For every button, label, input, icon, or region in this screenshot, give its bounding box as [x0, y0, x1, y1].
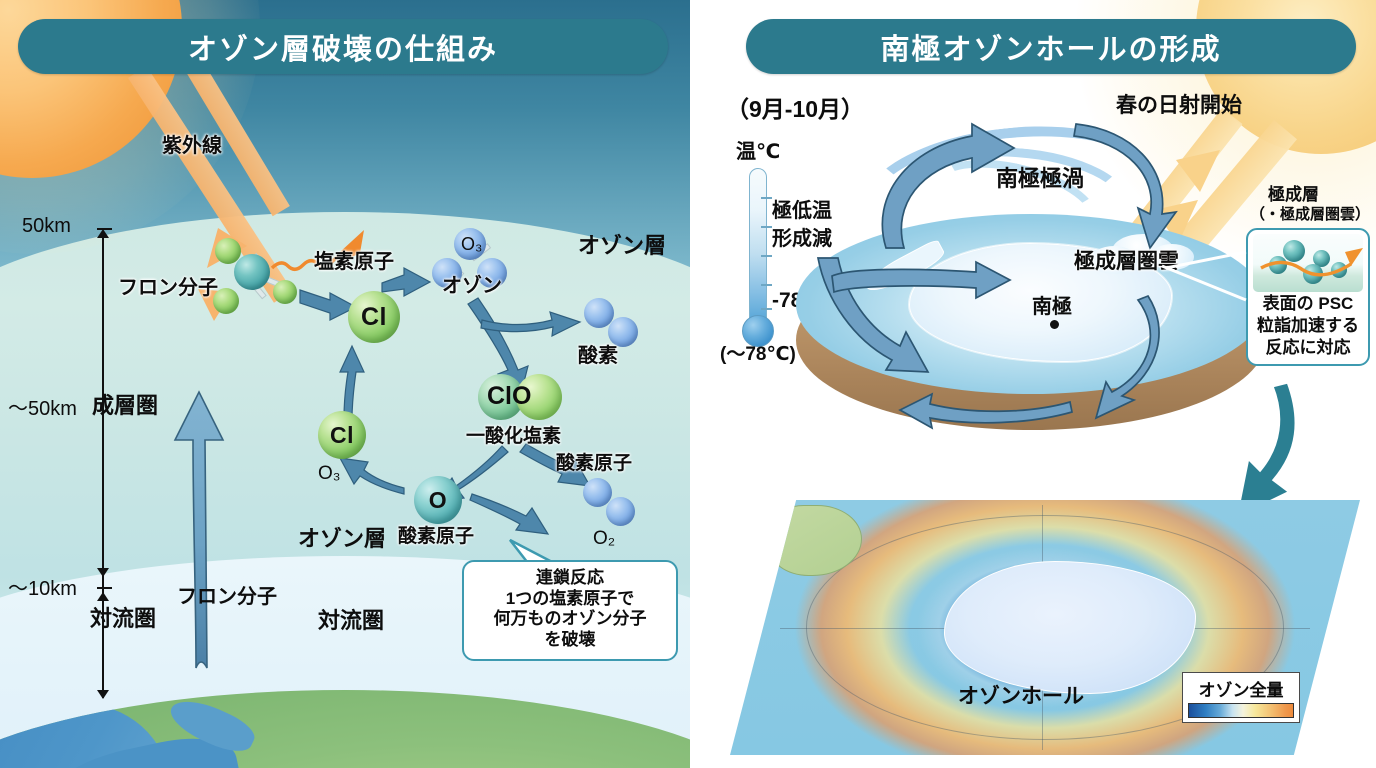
south-pole-label: 南極 [1032, 296, 1072, 318]
clo-label: 一酸化塩素 [466, 426, 562, 447]
oxygen-atom-label-center: 酸素原子 [398, 526, 475, 547]
o2-symbol: O₂ [593, 528, 616, 549]
panel-divider [690, 0, 714, 768]
right-panel-antarctic-ozone-hole: 南極オゾンホールの形成 （9月-10月） 春の日射開始 温℃ 極低温 形成減 -… [714, 0, 1376, 768]
psc-heading-line-1: 極成層 [1268, 185, 1319, 204]
oxygen-atom [584, 298, 614, 328]
o3-symbol: O₃ [461, 234, 483, 254]
thermometer-tick [761, 197, 772, 199]
thermometer-unit-label: 温℃ [736, 141, 781, 163]
o-molecule: O [414, 476, 462, 524]
oxygen-atom [477, 258, 507, 288]
oxygen-atom-label-right: 酸素原子 [556, 453, 633, 474]
altitude-50km-top: 50km [22, 215, 71, 237]
psc-surface-reaction-box: 表面の PSC 粒詣加速する 反応に対応 [1246, 228, 1370, 367]
thermometer-note-line-1: 極低温 [772, 200, 832, 222]
ozone-hole-map: オゾンホール オゾン全量 [730, 500, 1360, 755]
oxygen-atom [454, 228, 486, 260]
clo-molecule: ClO [478, 372, 562, 422]
cl-molecule: Cl [348, 291, 400, 343]
oxygen-atom [608, 317, 638, 347]
callout-heading: 連鎖反応 [536, 568, 604, 587]
clo-symbol: ClO [487, 382, 532, 410]
psc-particle [1283, 240, 1305, 262]
psc-heading-line-2: （・極成層圏雲） [1250, 206, 1371, 223]
thermometer-tick [761, 255, 772, 257]
uv-label: 紫外線 [162, 135, 222, 157]
axis-arrow-mid-down [97, 568, 109, 577]
psc-particle [1269, 256, 1287, 274]
psc-particle [1313, 250, 1330, 267]
clo-lobe [516, 374, 562, 420]
ozone-hole-label: オゾンホール [958, 685, 1084, 708]
carbon-atom [234, 254, 270, 290]
polar-vortex-label: 南極極渦 [996, 166, 1085, 191]
legend-title: オゾン全量 [1198, 681, 1284, 700]
ozone-layer-label-bottom: オゾン層 [298, 526, 387, 551]
stratosphere-label: 成層圏 [92, 393, 159, 418]
psc-box-line-3: 反応に対応 [1265, 338, 1351, 358]
chlorine-atom-label: 塩素原子 [314, 251, 394, 273]
axis-tick [97, 587, 112, 589]
o3-symbol-2: O₃ [318, 463, 341, 484]
legend-colorbar [1188, 703, 1294, 718]
psc-cloud-label: 極成層圏雲 [1074, 250, 1179, 273]
chlorine-atom [213, 288, 239, 314]
cl-molecule-2: Cl [318, 411, 366, 459]
psc-reaction-arrow [1260, 248, 1363, 277]
psc-particle-illustration [1253, 234, 1363, 292]
spring-sun-label: 春の日射開始 [1116, 94, 1242, 117]
chlorine-atom [215, 238, 241, 264]
psc-cloud-shape [1090, 246, 1138, 274]
left-panel-ozone-destruction: 紫外線 50km ～50km ～10km 成層圏 対流圏 [0, 0, 690, 768]
axis-arrow-up [97, 229, 109, 238]
callout-line-2: 何万ものオゾン分子 [493, 609, 647, 629]
thermometer-bulb [742, 315, 774, 347]
thermometer-tube [749, 168, 767, 328]
ozone-label: オゾン [442, 275, 502, 297]
cfc-rising-label: フロン分子 [177, 586, 277, 608]
altitude-50km-mid: ～50km [8, 398, 77, 420]
thermometer-tick [761, 226, 772, 228]
latitude-circle [805, 515, 1285, 740]
fluorine-atom [273, 280, 297, 304]
cl-symbol-2: Cl [330, 421, 354, 448]
oxygen-atom [432, 258, 462, 288]
cl-symbol: Cl [361, 302, 387, 331]
callout-line-3: を破壊 [544, 630, 596, 650]
right-panel-title: 南極オゾンホールの形成 [746, 19, 1356, 74]
troposphere-axis-label: 対流圏 [90, 606, 157, 631]
thermometer-tick [761, 308, 772, 310]
oxygen-label: 酸素 [578, 345, 618, 367]
thermometer-scale-value: -78 [772, 289, 803, 312]
oxygen-atom [606, 497, 635, 526]
ozone-layer-label-top: オゾン層 [578, 233, 667, 258]
callout-line-1: 1つの塩素原子で [505, 588, 635, 608]
antarctica-landmass [944, 561, 1197, 694]
oxygen-atom [583, 478, 612, 507]
south-pole-dot [1050, 320, 1059, 329]
axis-arrow-down [97, 690, 109, 699]
psc-box-line-1: 表面の PSC [1262, 294, 1354, 313]
altitude-10km: ～10km [8, 578, 77, 600]
cfc-label: フロン分子 [118, 277, 218, 299]
chain-reaction-callout: 連鎖反応 1つの塩素原子で 何万ものオゾン分子 を破壊 [462, 560, 678, 661]
thermometer-bottom-label: (～78℃) [720, 344, 796, 365]
troposphere-region-label: 対流圏 [318, 608, 385, 633]
period-label: （9月-10月） [726, 96, 865, 122]
axis-arrow-mid-up [97, 592, 109, 601]
left-panel-title: オゾン層破壊の仕組み [18, 19, 668, 74]
ozone-total-legend: オゾン全量 [1182, 672, 1300, 723]
o-symbol: O [428, 486, 448, 513]
psc-box-line-2: 粒詣加速する [1257, 316, 1359, 336]
axis-line-vertical [102, 236, 104, 698]
thermometer-tick [761, 284, 772, 286]
